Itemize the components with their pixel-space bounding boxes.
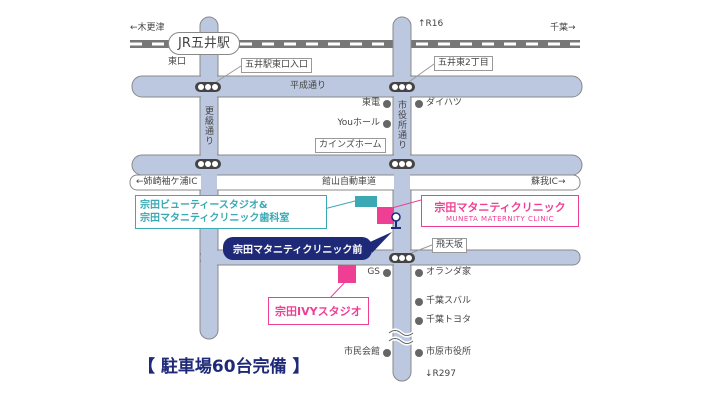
route-r297: ↓R297 [425, 369, 456, 379]
beauty-studio-label: 宗田ビューティースタジオ& 宗田マタニティクリニック歯科室 [135, 195, 327, 229]
road-heisei [131, 75, 583, 98]
dot-icon [415, 348, 423, 357]
landmark-label: 千葉スバル [426, 296, 472, 306]
dot-icon [415, 99, 423, 108]
dot-icon [383, 348, 391, 357]
ivy-studio-label: 宗田IVYスタジオ [268, 297, 369, 325]
clinic-name: 宗田マタニティクリニック [434, 201, 566, 214]
landmark-city-hall: 市原市役所 [415, 348, 471, 357]
dot-icon [415, 268, 423, 277]
intersection-goi-east-entrance: 五井駅東口入口 [241, 58, 313, 73]
landmark-label: 市原市役所 [426, 347, 472, 357]
road-label-sarashina: 更級通り [203, 106, 213, 146]
landmark-label: GS [367, 267, 380, 277]
dot-icon [415, 316, 423, 325]
landmark-label: オランダ家 [426, 267, 472, 277]
dot-icon [383, 99, 391, 108]
east-exit-label: 東口 [168, 57, 187, 67]
dot-icon [383, 119, 391, 128]
clinic-marker [377, 207, 394, 224]
ic-anesaki: ←姉崎袖ケ浦IC [136, 177, 198, 187]
road-shiyakusho [392, 16, 412, 382]
clinic-name-en: MUNETA MATERNITY CLINIC [445, 215, 555, 223]
intersection-goi-higashi: 五井東2丁目 [434, 56, 493, 71]
intersection-hitenzaka: 飛天坂 [432, 238, 468, 253]
route-r16: ↑R16 [418, 19, 444, 29]
landmark-label: 千葉トヨタ [426, 315, 472, 325]
landmark-subaru: 千葉スバル [415, 297, 471, 306]
landmark-daihatsu: ダイハツ [415, 99, 462, 108]
dot-icon [415, 297, 423, 306]
expressway [129, 174, 581, 191]
road-label-shiyakusho: 市役所通り [396, 100, 406, 150]
parking-notice: 【 駐車場60台完備 】 [138, 357, 310, 377]
landmark-label: Youホール [337, 118, 380, 128]
direction-kisarazu: ←木更津 [130, 23, 165, 33]
beauty-studio-name: 宗田ビューティースタジオ& [140, 200, 268, 211]
landmark-toden: 東電 [362, 99, 391, 108]
ivy-studio-marker [338, 265, 356, 283]
landmark-label: ダイハツ [426, 98, 462, 108]
landmark-shimin-kaikan: 市民会館 [344, 348, 391, 357]
bus-stop-label: 宗田マタニティクリニック前 [223, 237, 373, 260]
traffic-signals [195, 82, 415, 263]
landmark-label: 市民会館 [343, 347, 380, 357]
dot-icon [383, 268, 391, 277]
landmark-toyota: 千葉トヨタ [415, 316, 471, 325]
landmark-cainz: カインズホーム [315, 138, 386, 153]
landmark-label: 東電 [361, 98, 380, 108]
clinic-label: 宗田マタニティクリニック MUNETA MATERNITY CLINIC [421, 195, 579, 227]
bus-stop-icon [391, 212, 401, 229]
dental-clinic-name: 宗田マタニティクリニック歯科室 [140, 213, 290, 224]
landmark-gs: GS [367, 268, 391, 277]
ic-soga: 蘇我IC→ [531, 177, 566, 187]
station-label: JR五井駅 [168, 32, 240, 55]
direction-chiba: 千葉→ [550, 23, 576, 33]
road-label-heisei: 平成通り [290, 81, 327, 91]
beauty-studio-marker [355, 196, 377, 207]
landmark-you-hall: Youホール [337, 119, 391, 128]
landmark-oranda: オランダ家 [415, 268, 471, 277]
expressway-label: 館山自動車道 [322, 177, 377, 187]
